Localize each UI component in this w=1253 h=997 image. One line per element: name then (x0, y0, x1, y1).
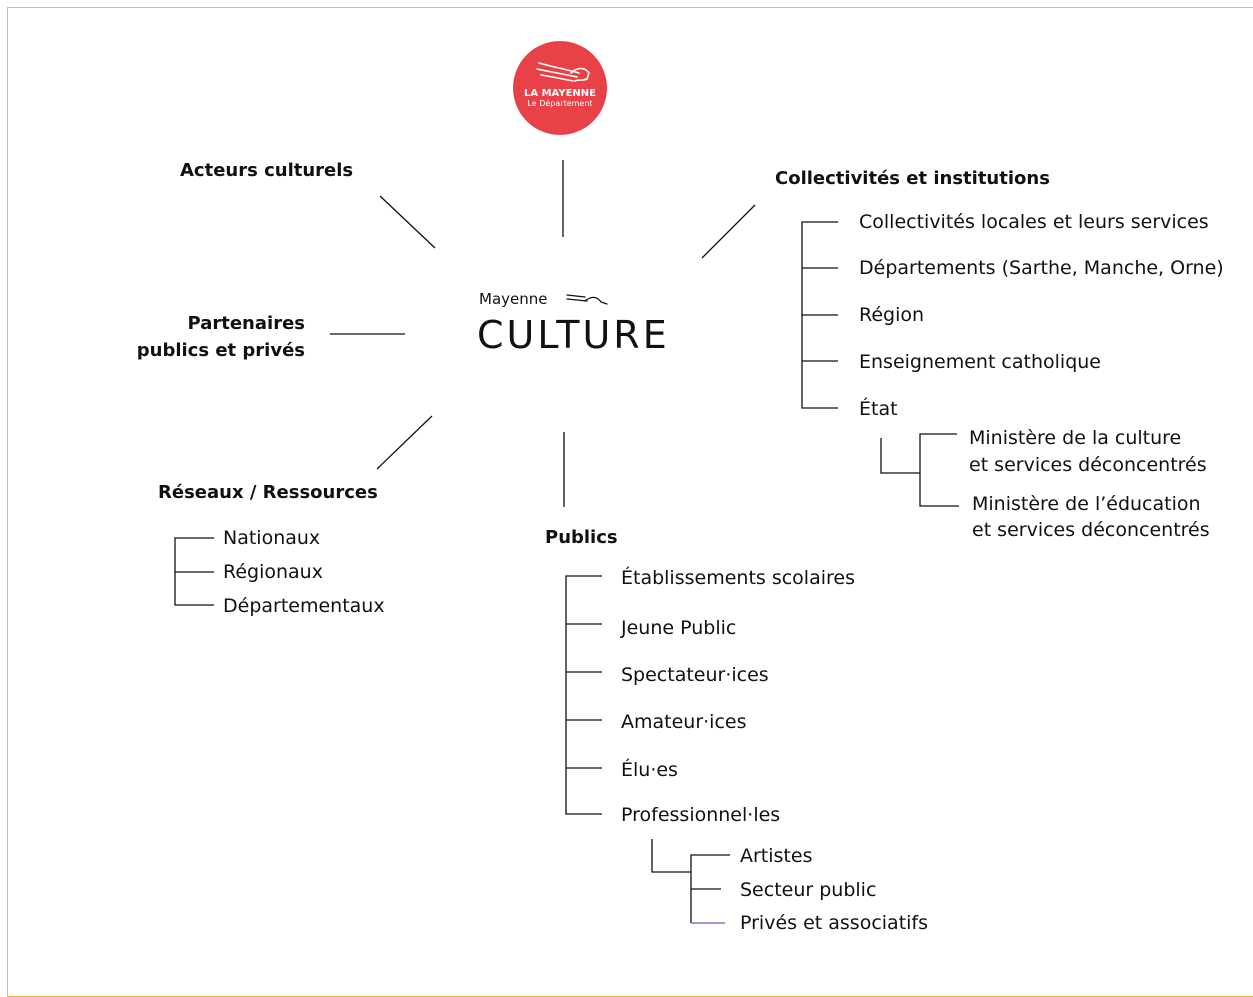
horse-wing-icon (536, 62, 590, 82)
node-reseaux-ressources: Réseaux / Ressources (158, 482, 378, 503)
professionnels-item: Artistes (740, 845, 813, 867)
reseaux-item: Régionaux (223, 561, 323, 583)
etat-item-line2: et services déconcentrés (969, 454, 1207, 476)
etat-item-line1: Ministère de la culture (969, 427, 1182, 449)
logo-top-line: LA MAYENNE (524, 88, 596, 99)
publics-item: Amateur·ices (621, 711, 747, 733)
node-partenaires-line1: Partenaires (187, 313, 305, 334)
professionnels-item: Privés et associatifs (740, 912, 929, 934)
node-publics: Publics (545, 527, 618, 548)
collectivites-item: Région (859, 304, 925, 326)
collectivites-item: État (859, 398, 898, 420)
bird-icon (566, 294, 608, 305)
publics-item: Établissements scolaires (621, 567, 855, 589)
center-logo-word: CULTURE (477, 313, 670, 357)
node-collectivites-institutions: Collectivités et institutions (775, 168, 1050, 189)
professionnels-item: Secteur public (740, 879, 877, 901)
center-logo-top: Mayenne (479, 290, 548, 308)
etat-item-line2: et services déconcentrés (972, 519, 1210, 541)
departement-logo: LA MAYENNE Le Département (513, 41, 607, 135)
reseaux-item: Départementaux (223, 595, 385, 617)
node-acteurs-culturels: Acteurs culturels (180, 160, 354, 181)
reseaux-item: Nationaux (223, 527, 321, 549)
publics-item: Jeune Public (621, 617, 737, 639)
publics-item: Spectateur·ices (621, 664, 769, 686)
publics-item: Élu·es (621, 759, 678, 781)
collectivites-item: Enseignement catholique (859, 351, 1101, 373)
logo-bottom-line: Le Département (527, 99, 593, 108)
collectivites-item: Collectivités locales et leurs services (859, 211, 1209, 233)
etat-item-line1: Ministère de l’éducation (972, 493, 1201, 515)
publics-item: Professionnel·les (621, 804, 781, 826)
node-partenaires-line2: publics et privés (136, 340, 305, 361)
collectivites-item: Départements (Sarthe, Manche, Orne) (859, 257, 1224, 279)
